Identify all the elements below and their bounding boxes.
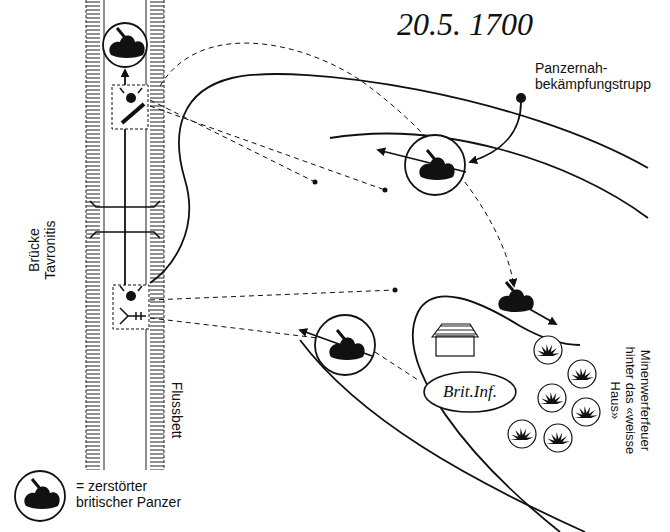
mortar-burst — [572, 398, 600, 426]
mortar-burst — [534, 336, 562, 364]
destroyed-tank — [103, 23, 147, 67]
british-tank — [498, 282, 533, 312]
map-label: Flussbett — [169, 380, 185, 441]
terrain-line — [150, 74, 648, 532]
mortar-burst — [544, 424, 572, 452]
map-label: Minenwerferfeuer hinter das «weisse Haus… — [608, 334, 653, 466]
squad-dot — [516, 93, 526, 103]
white-house — [432, 324, 478, 356]
unit-label: Brit.Inf. — [443, 382, 497, 402]
infantry-ellipse: Brit.Inf. — [423, 371, 517, 413]
destroyed-tank — [405, 135, 465, 195]
gun-position — [112, 85, 148, 129]
mortar-burst — [508, 420, 536, 448]
legend-swatch — [12, 468, 68, 524]
legend-text: = zerstörter britischer Panzer — [76, 478, 206, 510]
mortar-burst — [538, 384, 566, 412]
fire-line — [150, 43, 514, 380]
squad-arrow — [470, 102, 521, 162]
map-label: Brücke Tavronitis — [26, 208, 58, 292]
mortar-burst — [568, 360, 596, 388]
destroyed-tank — [315, 315, 375, 375]
map-label: Panzernah- bekämpfungstrupp — [533, 60, 661, 92]
date-time: 20.5. 1700 — [395, 6, 535, 43]
gun-position — [113, 285, 149, 329]
